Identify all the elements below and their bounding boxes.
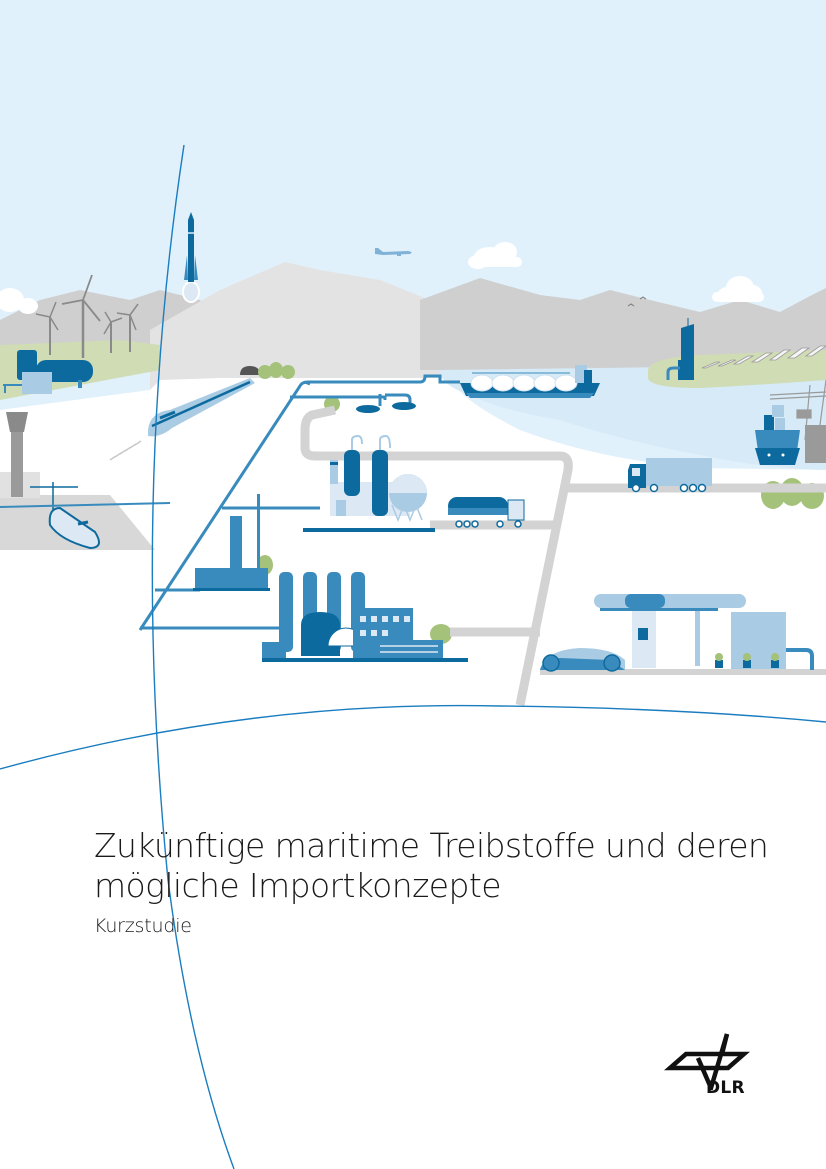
decorative-curve-horizontal xyxy=(0,704,826,770)
tower-building xyxy=(666,318,694,380)
settling-basins xyxy=(356,402,416,413)
tunnel xyxy=(240,366,260,375)
harbor-crane xyxy=(769,379,826,463)
electric-car xyxy=(540,648,625,672)
document-title-line-1: Zukünftige maritime Treibstoffe und dere… xyxy=(94,826,769,865)
pipelines xyxy=(138,374,460,631)
page-body-white xyxy=(0,706,826,1169)
lng-tanker-ship xyxy=(460,365,600,398)
decorative-curve-vertical xyxy=(151,144,235,1169)
truck xyxy=(628,458,712,493)
document-title-line-2: mögliche Importkonzepte xyxy=(94,866,502,905)
chemical-plant xyxy=(262,572,468,662)
ground xyxy=(0,378,826,720)
dlr-logo-text: DLR xyxy=(706,1078,745,1098)
solar-panels xyxy=(701,345,826,369)
power-plant xyxy=(193,494,270,591)
rocket-icon xyxy=(182,212,200,303)
electrolyzer-tank xyxy=(3,350,93,394)
birds-icon xyxy=(627,296,647,307)
title-block: Zukünftige maritime Treibstoffe und dere… xyxy=(94,826,769,938)
airport xyxy=(0,412,171,550)
container-ship xyxy=(755,405,800,465)
document-subtitle: Kurzstudie xyxy=(94,915,192,937)
airplane-sky-icon xyxy=(375,248,412,256)
dlr-logo-icon xyxy=(664,1033,750,1095)
refinery xyxy=(303,434,435,532)
high-speed-train xyxy=(109,378,255,461)
wind-turbines xyxy=(35,274,139,358)
roads xyxy=(300,405,826,706)
fuel-station xyxy=(594,594,814,670)
tanker-truck xyxy=(448,497,525,528)
clouds xyxy=(0,242,764,314)
dlr-logo: DLR xyxy=(664,1030,754,1102)
